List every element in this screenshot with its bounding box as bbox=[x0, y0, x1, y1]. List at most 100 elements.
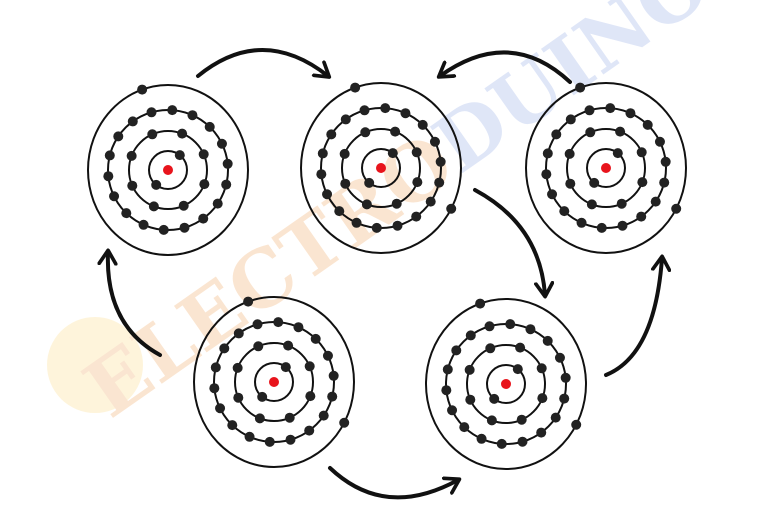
atom-top-left bbox=[87, 84, 249, 256]
electron-shell bbox=[566, 128, 646, 208]
electron bbox=[636, 147, 647, 158]
electron bbox=[212, 198, 223, 209]
electron bbox=[586, 199, 597, 210]
watermark-bulb-icon bbox=[47, 317, 143, 413]
electron bbox=[411, 147, 422, 158]
electron bbox=[412, 177, 423, 188]
electron bbox=[650, 196, 661, 207]
electron bbox=[464, 364, 475, 375]
electron bbox=[204, 121, 215, 132]
electron bbox=[387, 148, 398, 159]
electron bbox=[109, 191, 120, 202]
nucleus bbox=[601, 163, 611, 173]
electron bbox=[617, 220, 628, 231]
electron bbox=[233, 328, 244, 339]
electron bbox=[564, 148, 575, 159]
electron bbox=[596, 222, 607, 233]
electron-shell bbox=[193, 296, 355, 468]
electron bbox=[174, 150, 185, 161]
watermark-text: ELECTRODUINO bbox=[69, 0, 726, 436]
electron bbox=[551, 129, 562, 140]
electron bbox=[322, 350, 333, 361]
electron bbox=[305, 391, 316, 402]
electron-shell bbox=[425, 298, 587, 470]
electron bbox=[542, 148, 553, 159]
electron bbox=[198, 149, 209, 160]
electron bbox=[537, 393, 548, 404]
electron bbox=[340, 114, 351, 125]
electron bbox=[351, 217, 362, 228]
electron bbox=[327, 391, 338, 402]
electron bbox=[496, 438, 507, 449]
electron bbox=[435, 156, 446, 167]
nucleus bbox=[163, 165, 173, 175]
electron bbox=[350, 82, 361, 93]
electron bbox=[148, 201, 159, 212]
electron bbox=[113, 131, 124, 142]
electron bbox=[391, 198, 402, 209]
electron bbox=[222, 158, 233, 169]
electron bbox=[476, 433, 487, 444]
electron bbox=[576, 217, 587, 228]
electron bbox=[489, 393, 500, 404]
nucleus bbox=[376, 163, 386, 173]
electron bbox=[232, 362, 243, 373]
electron bbox=[284, 412, 295, 423]
electron bbox=[542, 335, 553, 346]
electron bbox=[178, 200, 189, 211]
electron bbox=[429, 136, 440, 147]
electron bbox=[637, 177, 648, 188]
electron bbox=[615, 126, 626, 137]
electron bbox=[565, 114, 576, 125]
electron bbox=[360, 127, 371, 138]
electron-shell bbox=[300, 82, 462, 254]
electron bbox=[359, 105, 370, 116]
electron bbox=[177, 128, 188, 139]
electron bbox=[536, 427, 547, 438]
arrow-atom-bottom-left-to-atom-top-left bbox=[108, 252, 162, 357]
electron bbox=[167, 105, 178, 116]
electron bbox=[219, 343, 230, 354]
electron bbox=[525, 324, 536, 335]
electron bbox=[671, 203, 682, 214]
nucleus bbox=[501, 379, 511, 389]
electron bbox=[293, 322, 304, 333]
electron-shell bbox=[486, 364, 526, 404]
electron bbox=[257, 391, 268, 402]
electron bbox=[484, 321, 495, 332]
electron bbox=[361, 199, 372, 210]
electron bbox=[339, 148, 350, 159]
electron bbox=[147, 129, 158, 140]
electron bbox=[486, 415, 497, 426]
electron-shell bbox=[148, 150, 188, 190]
electron bbox=[380, 103, 391, 114]
arrow-atom-bottom-right-to-atom-top-right bbox=[604, 258, 662, 377]
electron bbox=[339, 417, 350, 428]
electron bbox=[554, 352, 565, 363]
electron bbox=[283, 340, 294, 351]
electron bbox=[318, 410, 329, 421]
electron bbox=[179, 222, 190, 233]
electron bbox=[316, 169, 327, 180]
electron bbox=[215, 403, 226, 414]
electron bbox=[400, 108, 411, 119]
electron bbox=[137, 84, 148, 95]
watermark-logo: ELECTRODUINO bbox=[47, 0, 725, 436]
electron bbox=[417, 119, 428, 130]
electron bbox=[441, 385, 452, 396]
electron bbox=[516, 414, 527, 425]
electron bbox=[660, 156, 671, 167]
electron bbox=[411, 211, 422, 222]
electron bbox=[425, 196, 436, 207]
electron bbox=[585, 127, 596, 138]
electron bbox=[605, 103, 616, 114]
electron bbox=[244, 431, 255, 442]
electron bbox=[334, 206, 345, 217]
electron bbox=[210, 362, 221, 373]
electron bbox=[326, 129, 337, 140]
electron bbox=[254, 413, 265, 424]
electron bbox=[146, 107, 157, 118]
electron-shell bbox=[128, 130, 208, 210]
electron bbox=[138, 219, 149, 230]
